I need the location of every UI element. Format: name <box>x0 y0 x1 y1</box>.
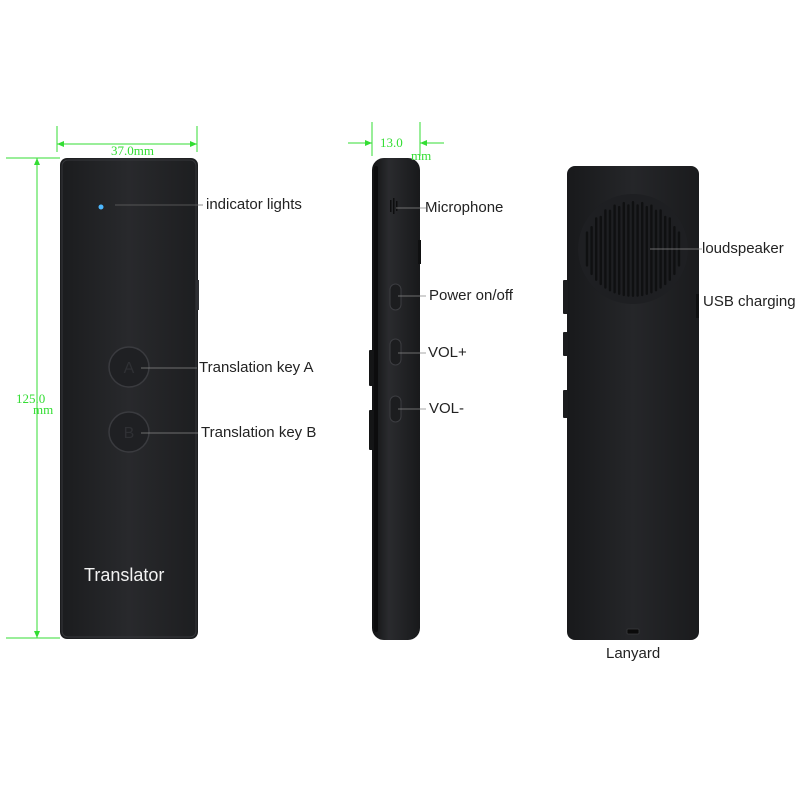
side-view <box>369 158 426 640</box>
lanyard-label: Lanyard <box>606 645 661 662</box>
usb-port <box>696 294 699 318</box>
microphone-label: Microphone <box>425 199 504 216</box>
grille-slot <box>622 201 625 297</box>
brand-name: Translator <box>84 565 165 585</box>
grille-slot <box>631 201 635 297</box>
grille-slot <box>595 217 598 281</box>
thickness-value: 13.0 <box>380 135 403 150</box>
thickness-dimension: 13.0 <box>380 136 403 150</box>
grille-slot <box>627 204 630 297</box>
front-device-body <box>60 158 198 639</box>
grille-slot <box>599 215 602 286</box>
thickness-unit: mm <box>411 148 432 163</box>
width-arrow-left <box>57 141 64 147</box>
usb-charging-label: USB charging <box>703 293 796 310</box>
translation-key-a-label: Translation key A <box>199 359 314 376</box>
width-arrow-right <box>190 141 197 147</box>
front-side-button-hint <box>196 280 199 310</box>
grille-slot <box>585 231 589 267</box>
grille-slot <box>604 209 607 289</box>
grille-slot <box>664 215 667 286</box>
key-b-glyph: B <box>124 425 135 442</box>
power-button[interactable] <box>389 283 402 311</box>
microphone-icon <box>390 198 398 214</box>
power-label: Power on/off <box>429 287 513 304</box>
grille-slot <box>654 209 658 292</box>
width-dimension: 37.0mm <box>111 144 154 158</box>
height-arrow-top <box>34 158 40 165</box>
height-value: 125.0 <box>16 391 46 406</box>
grille-slot <box>641 201 644 297</box>
height-arrow-bottom <box>34 631 40 638</box>
vol-down-label: VOL- <box>429 400 465 417</box>
translation-key-b-label: Translation key B <box>201 424 317 441</box>
dimension-lines <box>6 122 444 639</box>
front-device-bevel <box>61 159 197 638</box>
translation-key-a-button[interactable] <box>108 346 150 388</box>
back-side-bump-1 <box>563 280 568 314</box>
vol-up-button[interactable] <box>389 338 402 366</box>
indicator-light-icon <box>98 204 104 210</box>
lanyard-hole <box>626 628 640 635</box>
vol-up-label: VOL+ <box>428 344 467 361</box>
translation-key-b-button[interactable] <box>108 411 150 453</box>
width-unit: mm <box>133 143 154 158</box>
indicator-lights-label: indicator lights <box>206 196 302 213</box>
height-unit: mm <box>33 402 54 417</box>
back-side-bump-2 <box>563 332 568 356</box>
front-view: A B <box>60 158 203 639</box>
key-a-glyph: A <box>124 360 135 377</box>
loudspeaker-icon <box>585 201 681 297</box>
grille-slot <box>590 226 593 276</box>
side-edge-seam <box>374 166 378 632</box>
thickness-arrow-right <box>420 140 427 146</box>
side-slot <box>418 240 421 264</box>
side-rocker-left <box>369 350 373 386</box>
grille-slot <box>645 205 648 295</box>
thickness-arrow-left <box>365 140 372 146</box>
grille-slot <box>618 205 621 295</box>
grille-slot <box>613 204 616 294</box>
side-rocker-left-2 <box>369 410 373 450</box>
width-value: 37.0 <box>111 143 134 158</box>
grille-slot <box>608 209 612 292</box>
back-side-bump-3 <box>563 390 568 418</box>
back-view <box>563 166 702 640</box>
grille-slot <box>636 204 639 297</box>
loudspeaker-label: loudspeaker <box>702 240 784 257</box>
grille-slot <box>673 226 676 276</box>
